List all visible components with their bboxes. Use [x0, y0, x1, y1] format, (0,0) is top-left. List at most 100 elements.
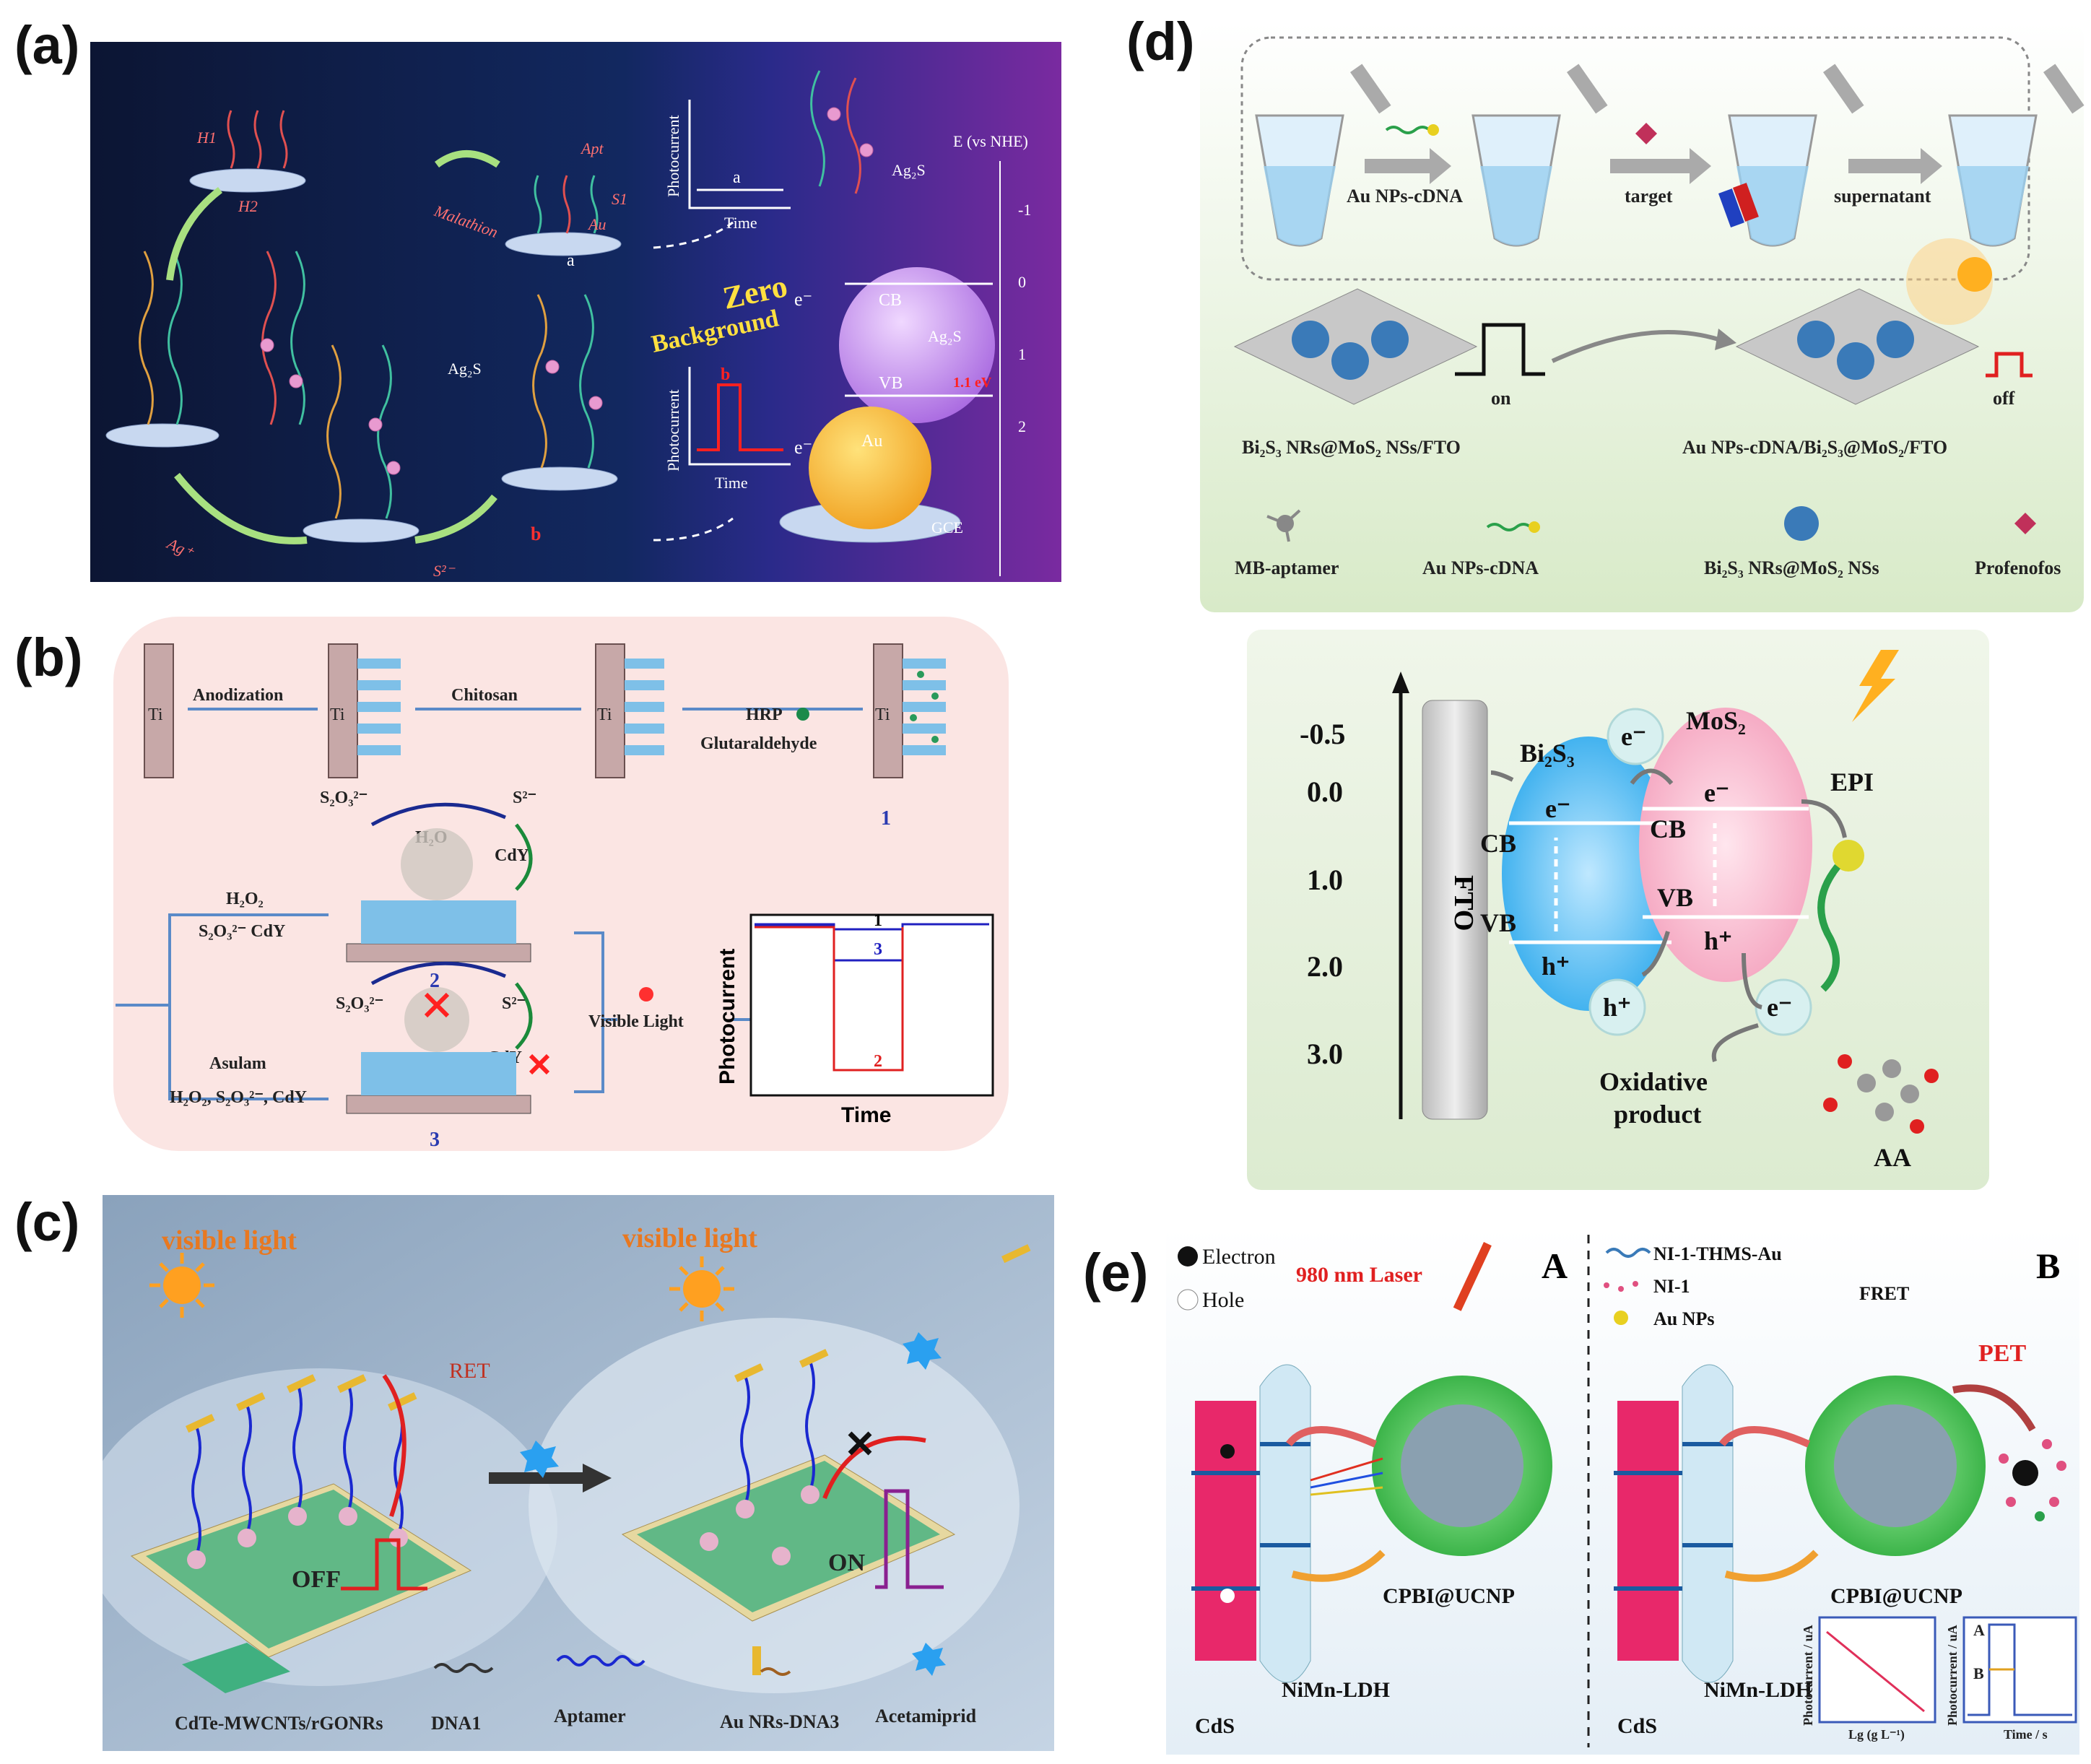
legend-profenofos-icon — [2014, 513, 2036, 534]
visible-light-off: visible light — [162, 1225, 297, 1256]
cpbi-label-a: CPBI@UCNP — [1383, 1584, 1515, 1608]
energy-tick: 3.0 — [1307, 1038, 1343, 1070]
label-au: Au — [587, 215, 606, 233]
aa-label: AA — [1874, 1143, 1911, 1172]
electrode-disk — [189, 168, 306, 193]
legend-label: Acetamiprid — [875, 1706, 977, 1726]
ag2s-particle — [827, 107, 841, 121]
on-signal — [1455, 323, 1545, 376]
step-target: target — [1625, 186, 1673, 207]
step-au-cdna: Au NPs-cDNA — [1347, 186, 1463, 207]
legend-label: DNA1 — [431, 1713, 481, 1734]
cond-2: H₂O₂, S₂O₃²⁻, CdY — [170, 1088, 307, 1107]
energy-tick: 2.0 — [1307, 950, 1343, 983]
dna-strand — [279, 110, 288, 169]
cond-h2o2: H₂O₂ — [226, 890, 264, 908]
mos2-label: MoS₂ — [1686, 706, 1746, 735]
electrode-disk — [501, 466, 618, 491]
legend-label: Profenofos — [1975, 557, 2061, 578]
label-apt: Apt — [580, 139, 604, 157]
electrode-after-label: Au NPs-cDNA/Bi₂S₃@MoS₂/FTO — [1682, 437, 1947, 458]
inset2-a: A — [1973, 1621, 1985, 1639]
ti-label: Ti — [875, 705, 890, 724]
panel-c-label: (c) — [14, 1192, 80, 1252]
cond-1: S₂O₃²⁻ CdY — [199, 922, 285, 941]
panel-a: H1 H2 Apt S1 Au Malathion Ag⁺ S²⁻ Ag₂S A… — [90, 42, 1061, 582]
legend-label: Au NPs-cDNA — [1422, 557, 1539, 578]
aunps-legend: Au NPs — [1653, 1308, 1715, 1329]
off-label: off — [1993, 388, 2015, 409]
electrode-disk — [105, 423, 219, 448]
acetamiprid-icon — [520, 1441, 559, 1478]
photocurrent-chart — [749, 913, 994, 1097]
s2o3-bottom: S₂O₃²⁻ — [336, 994, 383, 1013]
mark-a: a — [567, 251, 575, 270]
ti-plate — [595, 643, 625, 778]
dna-strand — [562, 175, 571, 234]
cond-asulam: Asulam — [209, 1054, 266, 1073]
section-a: A — [1542, 1246, 1568, 1286]
modified-electrode — [346, 1095, 531, 1114]
graph-a-xlabel: Time — [724, 214, 757, 232]
h-bubble-text: h⁺ — [1603, 993, 1631, 1022]
panel-c: visible light visible light RET OFF ON C… — [81, 1195, 1054, 1751]
dna-strand — [261, 251, 277, 425]
electron-label: e⁻ — [794, 289, 812, 310]
dna-strand — [590, 175, 599, 234]
electron-bubble — [1755, 978, 1812, 1036]
e-bubble-text: e⁻ — [1767, 993, 1792, 1022]
ag2s-particle — [859, 143, 874, 157]
dna-strand — [846, 77, 861, 194]
step-chitosan: Chitosan — [451, 686, 518, 705]
au-label: Au — [861, 432, 882, 451]
legend-au-cdna-icon — [1486, 523, 1532, 531]
step-anodization: Anodization — [193, 686, 283, 705]
modified-electrode — [346, 943, 531, 963]
panel-d-label: (d) — [1126, 12, 1195, 71]
step-supernatant: supernatant — [1834, 186, 1931, 207]
label-s1: S1 — [612, 190, 627, 208]
s2-top: S²⁻ — [513, 788, 536, 807]
legend-cdte-icon — [182, 1643, 290, 1693]
cpbi-label-b: CPBI@UCNP — [1830, 1584, 1962, 1608]
hrp-enzyme — [404, 987, 469, 1052]
gce-label: GCE — [931, 518, 963, 536]
ag2s-particle — [386, 461, 401, 475]
ti-label: Ti — [330, 705, 345, 724]
chart-xlabel: Time — [841, 1103, 891, 1127]
ag2s-particle — [545, 360, 560, 374]
panel-a-label: (a) — [14, 15, 80, 75]
ti-plate — [144, 643, 174, 778]
cb-bi2s3: CB — [1480, 829, 1516, 858]
aa-molecule — [1823, 1054, 1939, 1134]
electron-bubble — [1607, 708, 1664, 765]
on-label: on — [1491, 388, 1511, 409]
chart-ylabel: Photocurrent — [716, 949, 739, 1085]
cds-label-a: CdS — [1195, 1714, 1235, 1738]
inset2-xlabel: Time / s — [2004, 1727, 2048, 1742]
label-h2: H2 — [238, 197, 258, 215]
gap-label: 1.1 eV — [953, 375, 992, 391]
panel-b: Ti Ti Ti Ti Anodization Chitosan HRP Glu… — [112, 615, 1011, 1153]
legend-aptamer-icon — [556, 1655, 645, 1667]
ag2s-particle — [260, 338, 274, 352]
vb-label: VB — [879, 374, 903, 393]
ti-label: Ti — [597, 705, 612, 724]
dna-strand — [810, 70, 825, 187]
panel-b-label: (b) — [14, 627, 83, 687]
e-bi2s3: e⁻ — [1545, 794, 1570, 823]
graph-a-mark: a — [733, 168, 741, 187]
dna-strand — [253, 110, 262, 169]
cycle-arrow — [174, 472, 308, 544]
electron-legend: Electron — [1202, 1245, 1276, 1269]
cdy-top: CdY — [495, 846, 529, 865]
panel-e: Electron Hole 980 nm Laser A CPBI@UCNP N… — [1166, 1228, 2079, 1755]
electrode-disk — [505, 232, 622, 256]
graph-b-axes — [688, 367, 791, 466]
trace-1: 1 — [874, 911, 882, 930]
dna-strand — [326, 344, 342, 519]
nimn-label-a: NiMn-LDH — [1282, 1678, 1390, 1702]
num-3: 3 — [430, 1129, 440, 1151]
graph-b-ylabel: Photocurrent — [664, 389, 682, 472]
off-signal — [341, 1538, 427, 1591]
